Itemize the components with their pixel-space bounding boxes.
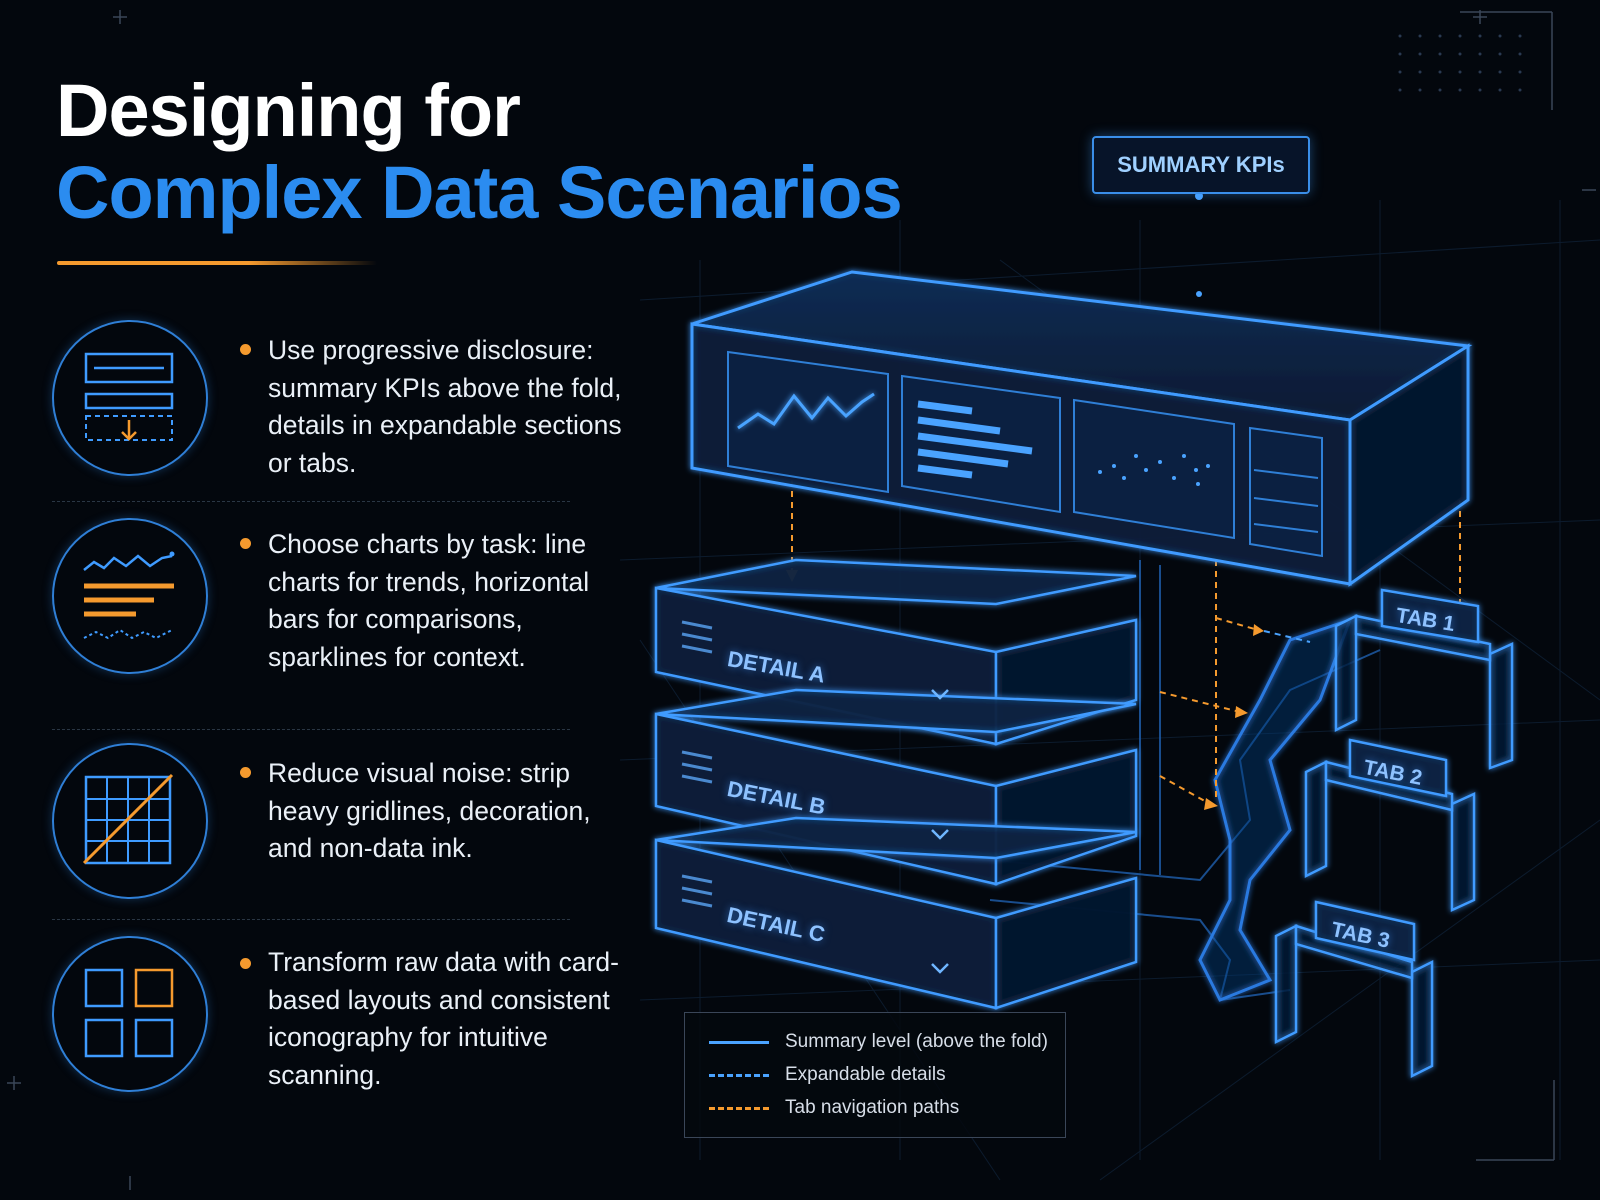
legend-dashed-blue-swatch [709, 1074, 769, 1077]
section-divider [52, 919, 570, 920]
legend-item-tabs: Tab navigation paths [685, 1093, 1065, 1123]
summary-kpis-label: SUMMARY KPIs [1117, 152, 1285, 177]
detail-block-c [654, 816, 1138, 1010]
page-title-line-1: Designing for [56, 69, 521, 152]
legend-item-summary: Summary level (above the fold) [685, 1027, 1065, 1057]
bullet-marker [240, 538, 251, 549]
legend-solid-line-swatch [709, 1041, 769, 1044]
point-chart-choice: Choose charts by task: line charts for t… [52, 518, 612, 728]
point-text: Reduce visual noise: strip heavy gridlin… [268, 758, 591, 863]
legend-item-expandable: Expandable details [685, 1060, 1065, 1090]
bullet-marker [240, 344, 251, 355]
mini-line-chart [737, 392, 875, 430]
point-card-layouts: Transform raw data with card-based layou… [52, 936, 619, 1116]
point-text: Choose charts by task: line charts for t… [268, 529, 590, 672]
mini-scatter-chart [1098, 454, 1210, 486]
kpi-connector [1195, 190, 1203, 297]
legend-dashed-orange-swatch [709, 1107, 769, 1110]
point-text: Use progressive disclosure: summary KPIs… [268, 335, 622, 478]
legend: Summary level (above the fold) Expandabl… [684, 1012, 1066, 1138]
chevron-down-icon [931, 689, 949, 974]
tab-path-ribbon [1198, 617, 1353, 1002]
grid-strike-icon [52, 743, 208, 899]
cards-grid-icon [52, 936, 208, 1092]
mini-bar-chart [917, 400, 1033, 479]
tab-navigation-paths [786, 480, 1461, 810]
summary-block [690, 270, 1473, 587]
point-visual-noise: Reduce visual noise: strip heavy gridlin… [52, 743, 612, 913]
point-text: Transform raw data with card-based layou… [268, 947, 619, 1090]
bullet-marker [240, 767, 251, 778]
section-divider [52, 729, 570, 730]
page-title-line-2: Complex Data Scenarios [56, 151, 903, 234]
progressive-disclosure-icon [52, 320, 208, 476]
section-divider [52, 501, 570, 502]
chart-types-icon [52, 518, 208, 674]
summary-kpis-label-box: SUMMARY KPIs [1092, 136, 1310, 194]
title-underline [57, 261, 377, 265]
point-progressive-disclosure: Use progressive disclosure: summary KPIs… [52, 320, 622, 490]
bullet-marker [240, 958, 251, 969]
